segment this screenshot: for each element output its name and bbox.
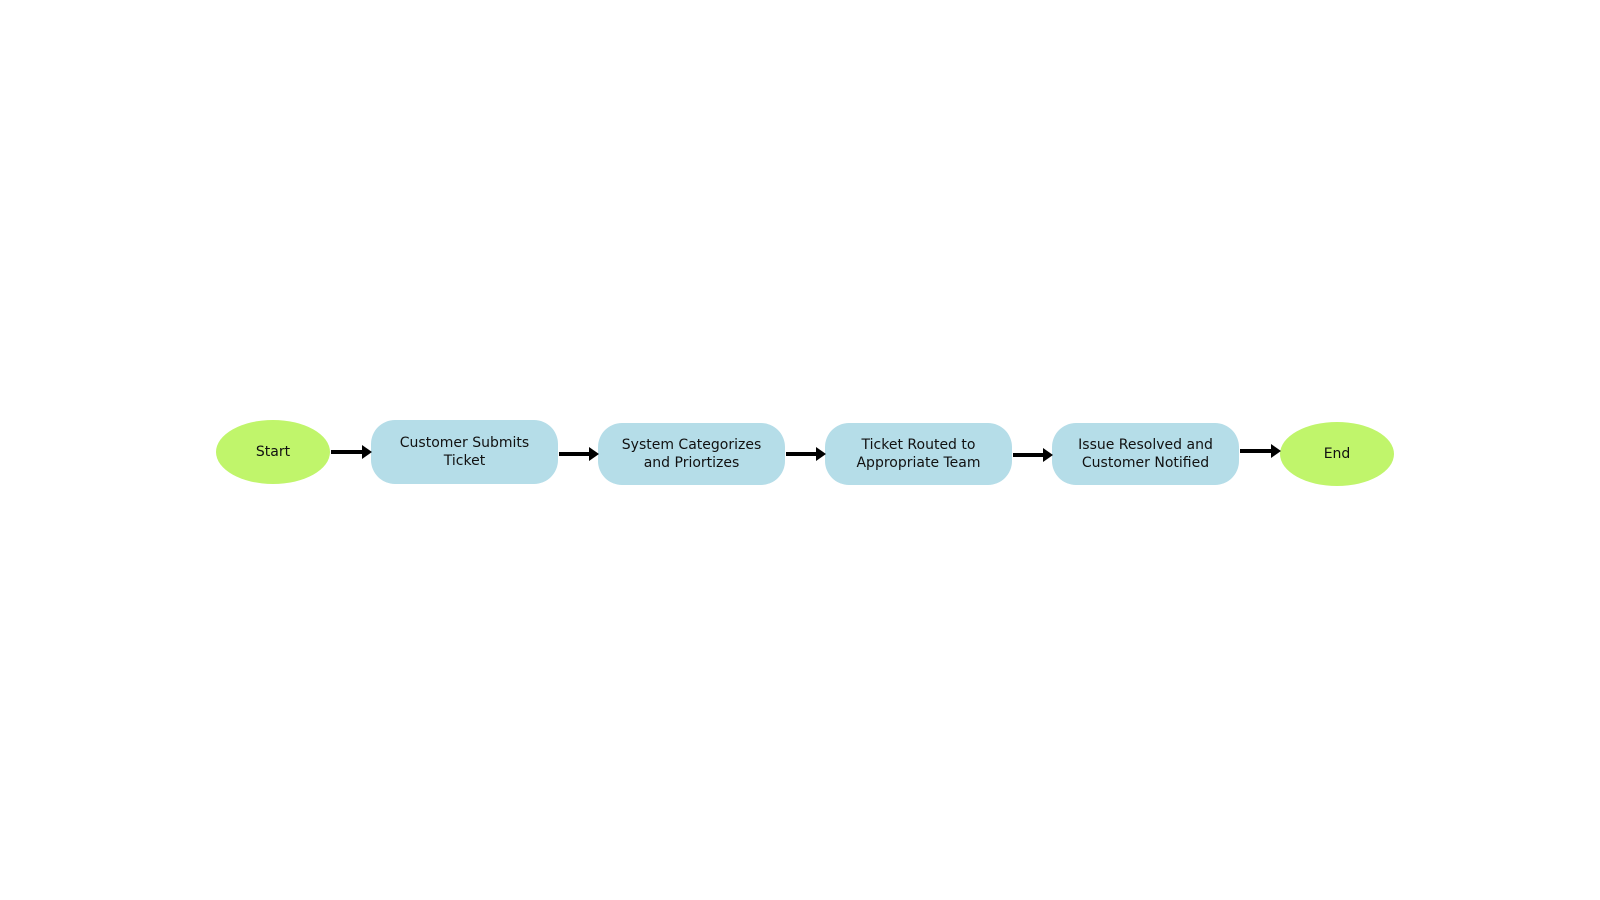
ticket-routed-label: Ticket Routed to Appropriate Team bbox=[856, 437, 981, 471]
start-node: Start bbox=[216, 420, 330, 484]
arrow-submit-to-categorize bbox=[559, 447, 599, 461]
end-node: End bbox=[1280, 422, 1394, 486]
ticket-routed-node: Ticket Routed to Appropriate Team bbox=[825, 423, 1012, 485]
customer-submits-ticket-label: Customer Submits Ticket bbox=[399, 435, 530, 469]
arrow-categorize-to-route bbox=[786, 447, 826, 461]
issue-resolved-label: Issue Resolved and Customer Notified bbox=[1078, 437, 1213, 471]
customer-submits-ticket-node: Customer Submits Ticket bbox=[371, 420, 558, 484]
system-categorizes-node: System Categorizes and Priortizes bbox=[598, 423, 785, 485]
arrow-route-to-resolve bbox=[1013, 448, 1053, 462]
start-label: Start bbox=[255, 444, 291, 460]
system-categorizes-label: System Categorizes and Priortizes bbox=[621, 437, 762, 471]
arrow-start-to-submit bbox=[331, 445, 372, 459]
end-label: End bbox=[1323, 446, 1351, 462]
arrow-resolve-to-end bbox=[1240, 444, 1281, 458]
issue-resolved-node: Issue Resolved and Customer Notified bbox=[1052, 423, 1239, 485]
